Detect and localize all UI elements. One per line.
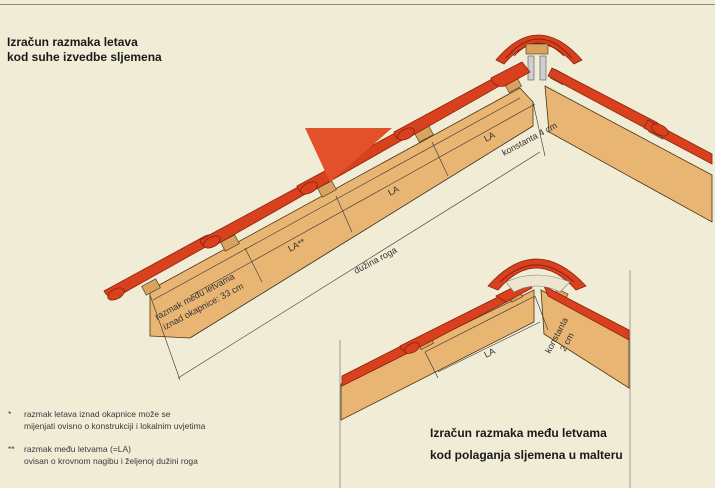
small-tiles [341, 279, 630, 387]
footnote-mark: * [8, 409, 12, 419]
battens-left [141, 76, 522, 296]
ridge-post-right [539, 55, 547, 81]
small-la-label: LA [482, 346, 496, 360]
dry-ridge-title-line-1: Izračun razmaka letava [7, 35, 138, 49]
small-roof-section [339, 258, 631, 488]
dry-ridge-title: Izračun razmaka letava kod suhe izvedbe … [7, 35, 162, 65]
footnote-line: ovisan o krovnom nagibu i željenoj dužin… [24, 456, 198, 466]
mortar-ridge-title: Izračun razmaka među letvama kod polagan… [430, 424, 623, 464]
rafter-length-label: dužina roga [352, 245, 398, 276]
small-left-rafter [340, 289, 535, 421]
dry-ridge-title-line-2: kod suhe izvedbe sljemena [7, 50, 162, 64]
footnote-line: mijenjati ovisno o konstrukciji i lokaln… [24, 421, 206, 431]
footnote-double-star: ** razmak među letvama (=LA) ovisan o krov… [8, 443, 198, 467]
la-label-2: LA [482, 130, 496, 144]
footnote-single-star: * razmak letava iznad okapnice može se mij… [8, 408, 205, 432]
ridge-cap [495, 34, 583, 65]
ridge-post-left [527, 55, 535, 81]
footnote-line: razmak među letvama (=LA) [24, 444, 131, 454]
la-label-1: LA [386, 184, 400, 198]
footnote-line: razmak letava iznad okapnice može se [24, 409, 171, 419]
dimension-lines [149, 97, 546, 381]
footnote-mark: ** [8, 444, 15, 454]
tiles-left [103, 61, 531, 301]
mortar-ridge-title-line-2: kod polaganja sljemena u malteru [430, 448, 623, 462]
top-border [0, 0, 715, 5]
mortar-ridge-title-line-1: Izračun razmaka među letvama [430, 426, 607, 440]
small-ridge-cap [487, 258, 587, 293]
tiles-right [547, 67, 713, 165]
large-roof-section [103, 34, 713, 381]
right-rafter [544, 85, 713, 223]
tile-pointer-triangle [305, 128, 392, 182]
